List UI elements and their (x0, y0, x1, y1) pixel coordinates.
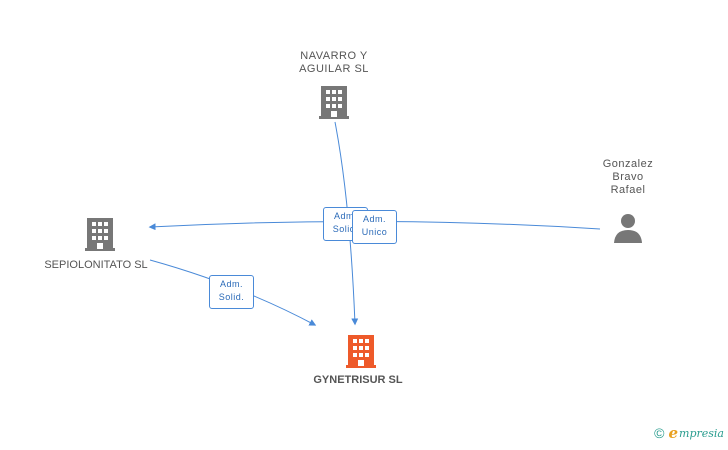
copyright-icon: © (654, 425, 665, 441)
brand-name: mpresia (679, 426, 724, 440)
building-icon[interactable] (85, 218, 115, 251)
empresia-logo-icon: e (668, 424, 679, 442)
node-label-gonzalez-bravo-rafael[interactable]: Gonzalez Bravo Rafael (602, 158, 654, 196)
edge-label-adm-solid-sepiolonitato[interactable]: Adm. Solid. (209, 275, 254, 309)
node-label-navarro-y-aguilar[interactable]: NAVARRO Y AGUILAR SL (299, 50, 369, 75)
edge-label-adm-unico-gonzalez[interactable]: Adm. Unico (352, 210, 397, 244)
building-icon[interactable] (346, 335, 376, 368)
person-icon[interactable] (614, 214, 642, 243)
node-label-sepiolonitato[interactable]: SEPIOLONITATO SL (44, 259, 148, 271)
building-icon[interactable] (319, 86, 349, 119)
empresia-watermark: © e mpresia (654, 424, 724, 442)
node-label-gynetrisur[interactable]: GYNETRISUR SL (313, 374, 403, 386)
